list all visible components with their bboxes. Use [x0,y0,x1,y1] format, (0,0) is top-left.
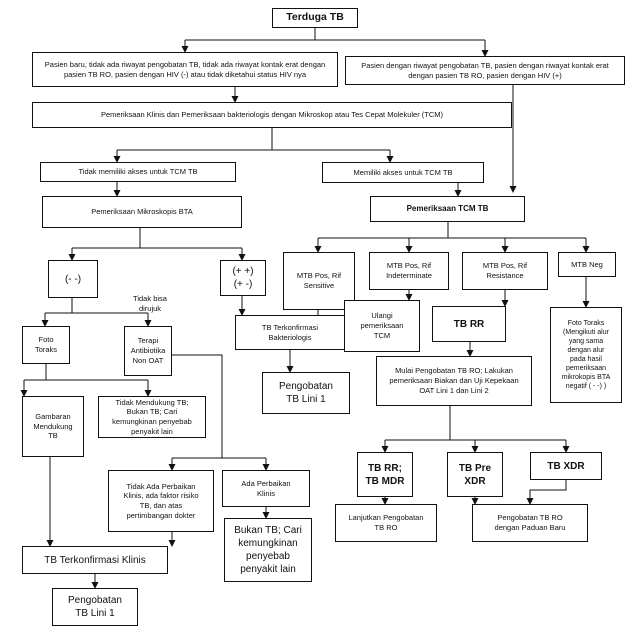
tb-pre-xdr-node: TB Pre XDR [447,452,503,497]
has-tcm-access-node: Memiliki akses untuk TCM TB [322,162,484,183]
microscopy-exam-node: Pemeriksaan Mikroskopis BTA [42,196,242,228]
no-improvement-node: Tidak Ada Perbaikan Klinis, ada faktor r… [108,470,214,532]
tcm-exam-node: Pemeriksaan TCM TB [370,196,525,222]
mtb-indeterminate-node: MTB Pos, Rif Indeterminate [369,252,449,290]
bacteriological-confirmed-node: TB Terkonfirmasi Bakteriologis [235,315,345,350]
tb-rr-mdr-node: TB RR; TB MDR [357,452,413,497]
cannot-refer-label: Tidak bisa dirujuk [133,294,167,313]
continue-ro-treatment-node: Lanjutkan Pengobatan TB RO [335,504,437,542]
no-history-patient-node: Pasien baru, tidak ada riwayat pengobata… [32,52,338,87]
smear-negative-node: (- -) [48,260,98,298]
not-supportive-node: Tidak Mendukung TB; Bukan TB; Cari kemun… [98,396,206,438]
not-tb-node: Bukan TB; Cari kemungkinan penyebab peny… [224,518,312,582]
clinical-confirmed-node: TB Terkonfirmasi Klinis [22,546,168,574]
first-line-treatment-node-b: Pengobatan TB Lini 1 [52,588,138,626]
mtb-sensitive-node: MTB Pos, Rif Sensitive [283,252,355,310]
repeat-tcm-node: Ulangi pemeriksaan TCM [344,300,420,352]
chest-xray-follow-node: Foto Toraks (Mengikuti alur yang sama de… [550,307,622,403]
tb-rr-node: TB RR [432,306,506,342]
history-patient-node: Pasien dengan riwayat pengobatan TB, pas… [345,56,625,85]
supportive-finding-node: Gambaran Mendukung TB [22,396,84,457]
mtb-negative-node: MTB Neg [558,252,616,277]
chest-xray-node: Foto Toraks [22,326,70,364]
start-ro-treatment-node: Mulai Pengobatan TB RO; Lakukan pemeriks… [376,356,532,406]
new-regimen-treatment-node: Pengobatan TB RO dengan Paduan Baru [472,504,588,542]
suspect-tb-node: Terduga TB [272,8,358,28]
clinical-exam-node: Pemeriksaan Klinis dan Pemeriksaan bakte… [32,102,512,128]
no-tcm-access-node: Tidak memiliki akses untuk TCM TB [40,162,236,182]
mtb-resistance-node: MTB Pos, Rif Resistance [462,252,548,290]
improvement-node: Ada Perbaikan Klinis [222,470,310,507]
first-line-treatment-node-a: Pengobatan TB Lini 1 [262,372,350,414]
non-oat-antibiotic-node: Terapi Antibiotika Non OAT [124,326,172,376]
tb-xdr-node: TB XDR [530,452,602,480]
smear-positive-node: (+ +) (+ -) [220,260,266,296]
